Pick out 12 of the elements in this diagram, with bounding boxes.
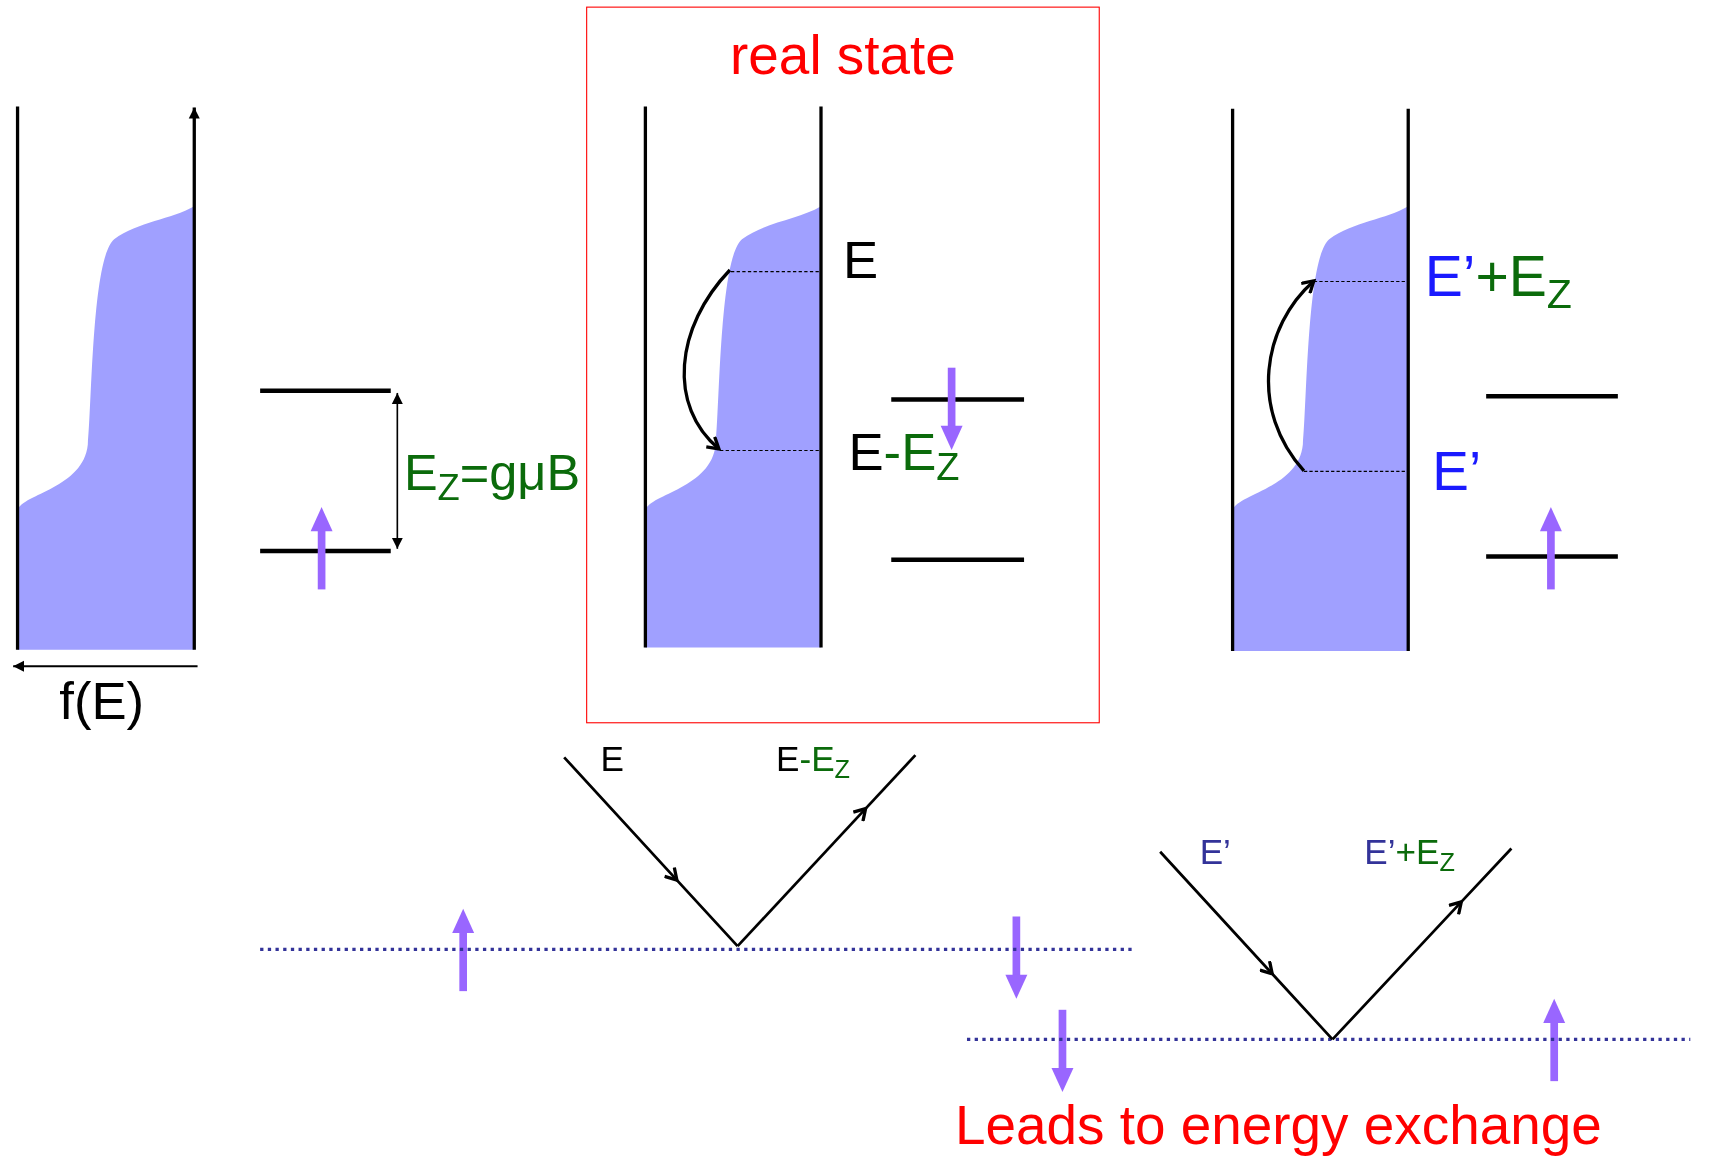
energy-label: E’ — [1199, 834, 1231, 870]
energy-label: E — [600, 740, 624, 776]
energy-label: E’+E$_{Z}$ — [1364, 834, 1455, 870]
energy-label: E-E$_{Z}$ — [848, 425, 960, 479]
formula-label: E$_{Z}$=gμB — [403, 446, 581, 498]
energy-label: E’+E$_{Z}$ — [1424, 248, 1572, 306]
energy-label: E’ — [1432, 443, 1482, 499]
curved-arrow — [682, 268, 732, 451]
axis-label: f(E) — [59, 675, 145, 728]
energy-label: E-E$_{Z}$ — [776, 740, 850, 776]
frame-title: real state — [729, 27, 957, 83]
energy-label: E — [842, 233, 879, 287]
